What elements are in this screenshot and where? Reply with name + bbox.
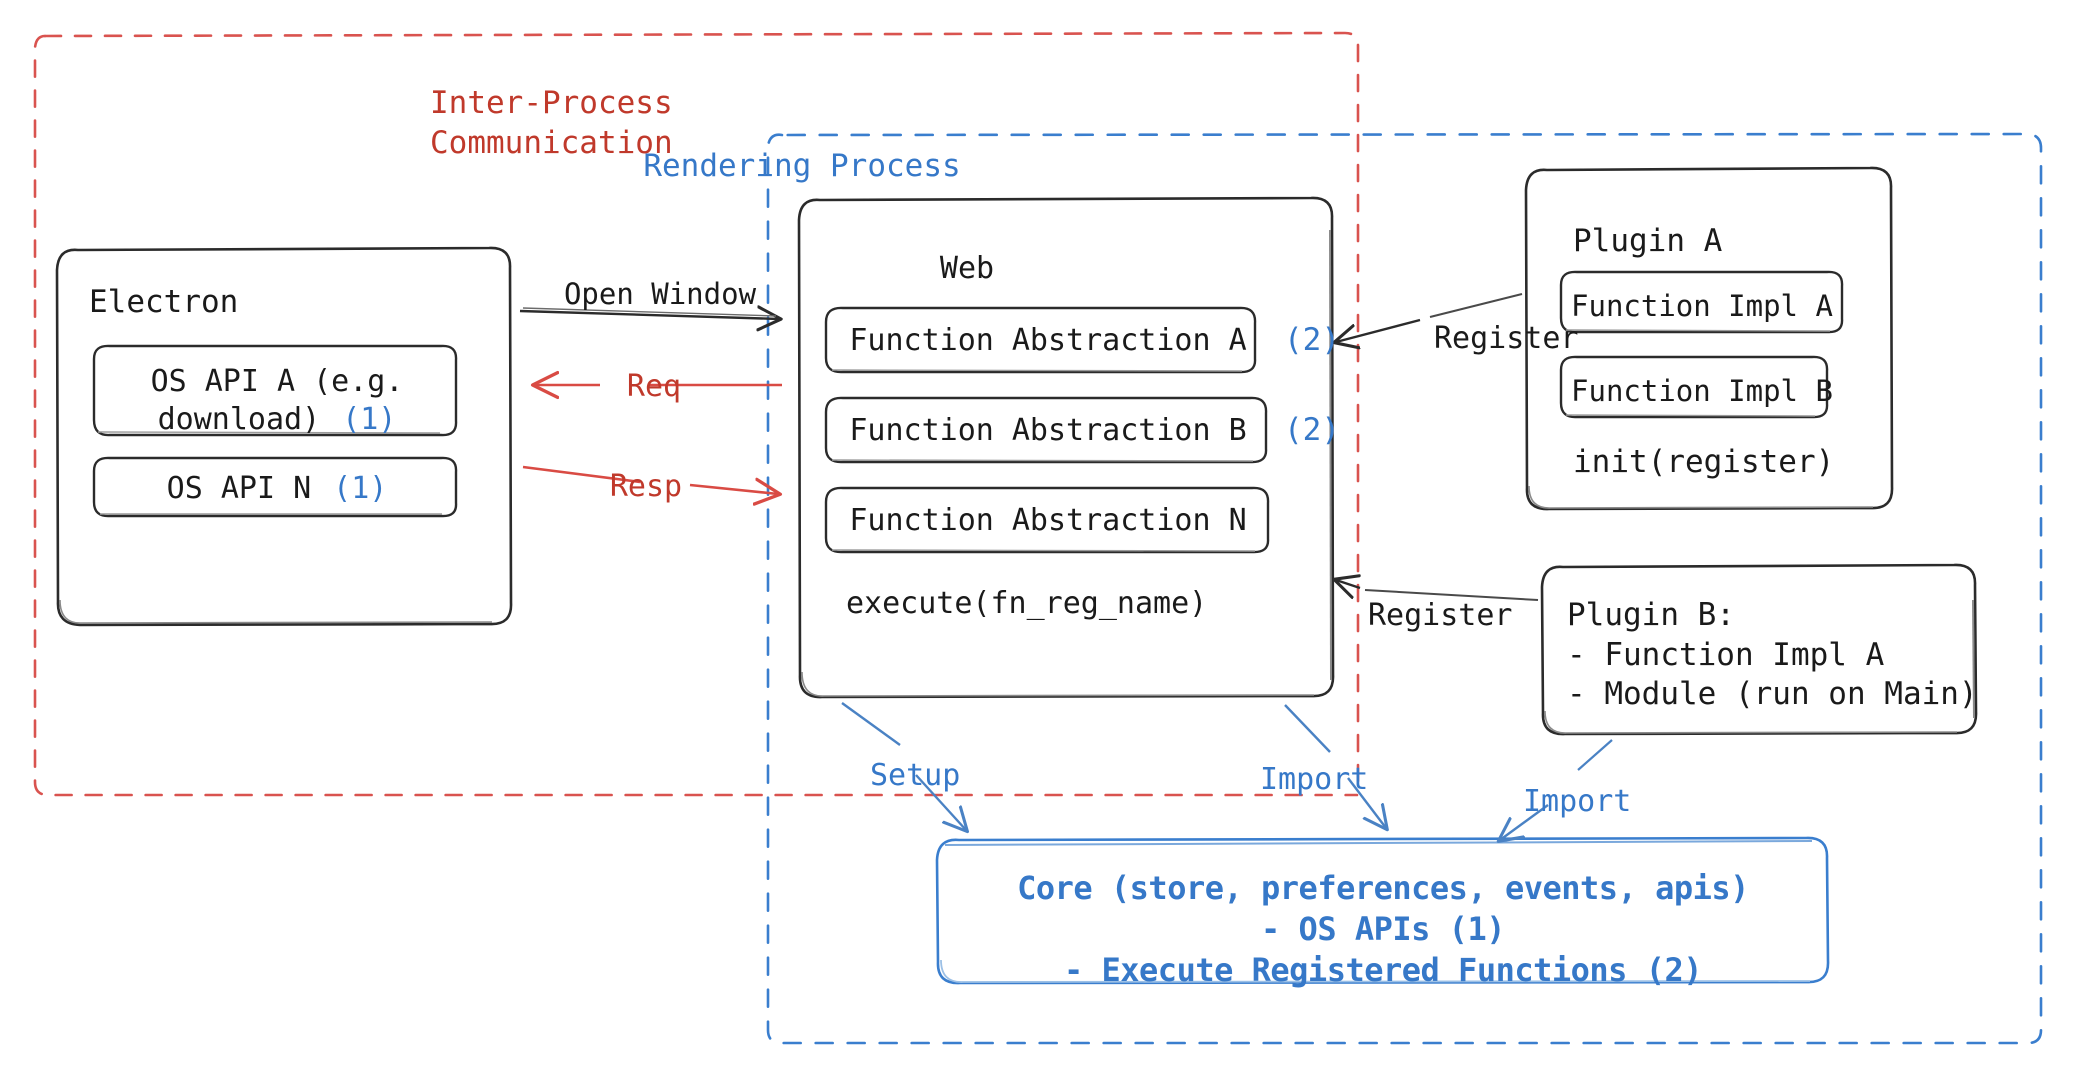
node-plugin-a-title: Plugin A: [1573, 223, 1723, 259]
edge-req-label: Req: [626, 369, 682, 404]
node-function-abstraction-n-label: Function Abstraction N: [849, 503, 1247, 538]
node-function-abstraction-a-box: [824, 306, 1257, 374]
node-function-abstraction-b-box: [824, 396, 1268, 464]
node-plugin-a-box: [1524, 166, 1894, 511]
node-os-api-n-label: OS API N(1): [166, 471, 388, 506]
node-os-api-a-label: OS API A (e.g.download)(1): [150, 364, 404, 438]
node-plugin-b-lines: Plugin B:- Function Impl A- Module (run …: [1567, 597, 1978, 713]
edge-register-plugin-a: [1336, 293, 1523, 342]
edge-open-window: [519, 308, 779, 319]
node-plugin-a-footer: init(register): [1573, 444, 1835, 480]
node-os-api-n-box: [92, 456, 458, 518]
node-os-api-n-badge: (1): [333, 471, 388, 506]
node-function-abstraction-a-badge: (2): [1284, 322, 1340, 358]
node-function-abstraction-n-box: [824, 486, 1270, 554]
node-web-footer: execute(fn_reg_name): [846, 586, 1208, 621]
region-rendering-process-label: Rendering Process: [643, 148, 961, 184]
edge-import-web: [1284, 704, 1386, 828]
node-function-abstraction-b-badge: (2): [1284, 412, 1340, 448]
node-function-abstraction-a-label: Function Abstraction A: [849, 323, 1247, 358]
node-electron-title: Electron: [89, 284, 239, 320]
node-core-box: [935, 836, 1830, 985]
node-os-api-a-badge: (1): [342, 402, 397, 438]
node-function-impl-a-label: Function Impl A: [1571, 289, 1833, 323]
edge-import-web-label: Import: [1260, 762, 1369, 797]
edge-setup-label: Setup: [870, 758, 961, 793]
region-ipc-border: [33, 31, 1360, 797]
edge-import-plugin-b-label: Import: [1523, 784, 1632, 819]
node-os-api-a-box: [92, 344, 458, 437]
edge-register-plugin-b-label: Register: [1368, 598, 1513, 633]
node-plugin-b-box: [1540, 563, 1978, 736]
node-function-impl-a-box: [1559, 270, 1844, 334]
node-electron-box: [55, 246, 513, 627]
edge-resp: [522, 465, 778, 494]
node-core-lines: Core (store, preferences, events, apis)-…: [1017, 869, 1749, 989]
edge-setup: [841, 702, 966, 830]
node-web-box: [797, 196, 1335, 699]
edge-open-window-label: Open Window: [563, 277, 757, 311]
region-rendering-process-border: [766, 132, 2043, 1045]
edge-import-plugin-b: [1500, 739, 1613, 840]
node-function-impl-b-label: Function Impl B: [1571, 374, 1833, 408]
edge-register-plugin-a-label: Register: [1434, 321, 1579, 356]
edge-resp-label: Resp: [609, 469, 683, 504]
node-function-abstraction-b-label: Function Abstraction B: [849, 413, 1247, 448]
node-function-impl-b-box: [1559, 355, 1829, 419]
node-web-title: Web: [939, 251, 995, 286]
edge-register-plugin-b: [1336, 580, 1539, 601]
